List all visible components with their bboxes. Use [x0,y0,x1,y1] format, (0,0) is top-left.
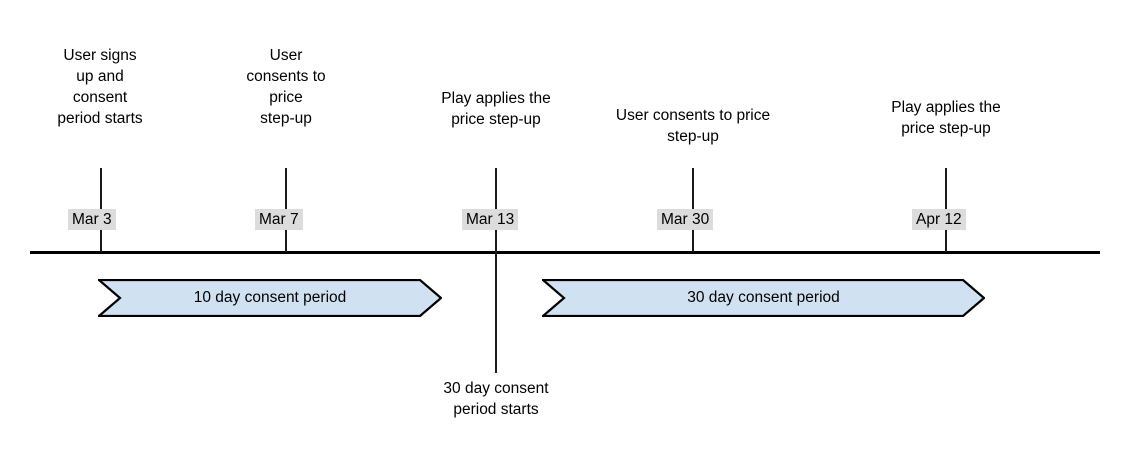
period-banner-thirty-day: 30 day consent period [542,279,985,317]
event-label-mar-13: Play applies the price step-up [441,90,551,128]
event-label-apr-12: Play applies the price step-up [891,99,1001,137]
date-label-mar-7: Mar 7 [255,209,303,230]
period-banner-ten-day: 10 day consent period [98,279,442,317]
date-label-mar-13: Mar 13 [462,209,519,230]
annotation-mar-13-below: 30 day consent period starts [443,380,549,418]
timeline-axis [30,251,1100,254]
chevron-shape-thirty-day [542,279,985,317]
event-label-mar-3: User signs up and consent period starts [57,47,143,127]
tick-mark-mar-13-below [495,252,497,373]
chevron-shape-ten-day [98,279,442,317]
date-label-mar-30: Mar 30 [657,209,714,230]
date-label-apr-12: Apr 12 [912,209,966,230]
event-label-mar-30: User consents to price step-up [615,107,771,145]
date-label-mar-3: Mar 3 [68,209,116,230]
event-label-mar-7: User consents to price step-up [246,47,326,127]
